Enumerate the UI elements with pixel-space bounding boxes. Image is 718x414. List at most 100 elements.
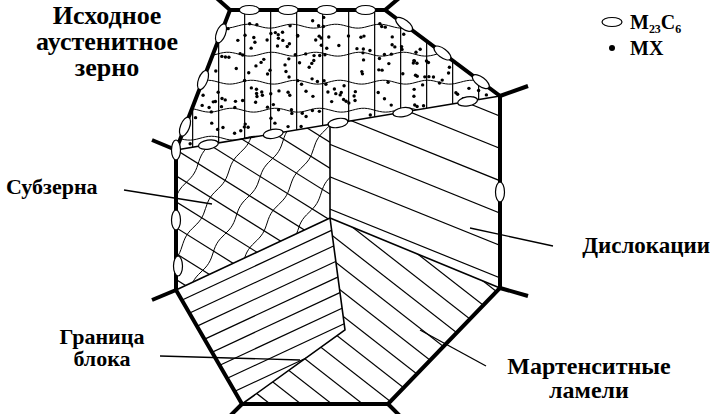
mx-precipitate (310, 62, 313, 65)
mx-precipitate (338, 93, 341, 96)
mx-precipitate (360, 70, 363, 73)
martensite-lamella (0, 0, 640, 343)
mx-precipitate (390, 52, 393, 55)
mx-precipitate (307, 66, 310, 69)
lath-line (0, 0, 718, 342)
mx-precipitate (312, 59, 315, 62)
legend-text: M₂₃C₆ (630, 12, 681, 32)
mx-precipitate (286, 91, 289, 94)
mx-precipitate (377, 68, 380, 71)
mx-precipitate (201, 93, 204, 96)
lath-line (192, 0, 193, 414)
martensite-lamella (0, 0, 571, 194)
lath-line (166, 0, 167, 414)
mx-precipitate (239, 129, 242, 132)
mx-precipitate (290, 108, 293, 111)
part-label: Исходное аустенитное зерно (4, 3, 210, 81)
mx-precipitate (281, 31, 284, 34)
mx-precipitate (448, 66, 451, 69)
martensite-lamella (0, 0, 634, 330)
legend-sample (600, 12, 624, 32)
martensite-lamella (117, 0, 718, 414)
leader-lines (124, 190, 553, 366)
mx-precipitate (273, 121, 276, 124)
martensite-lamella (0, 224, 612, 414)
mx-precipitate (311, 95, 314, 98)
subgrain-boundary (160, 13, 436, 414)
packet-boundary (329, 124, 331, 218)
mx-precipitate (233, 106, 236, 109)
mx-precipitate (304, 52, 307, 55)
mx-precipitate (415, 105, 418, 108)
lath-line (270, 0, 271, 414)
lath-line (348, 0, 349, 414)
lath-line (0, 117, 556, 414)
mx-precipitate (401, 72, 404, 75)
mx-precipitate (314, 38, 317, 41)
mx-precipitate (220, 55, 223, 58)
m23c6-carbide (172, 140, 181, 160)
mx-precipitate (269, 32, 272, 35)
mx-precipitate (318, 54, 321, 57)
martensite-lamella (245, 0, 718, 301)
mx-precipitate (281, 39, 284, 42)
mx-precipitate (255, 23, 258, 26)
mx-precipitate (262, 58, 265, 61)
lath-line (62, 0, 63, 414)
neighbor-boundary (388, 404, 402, 414)
lath-line (0, 0, 685, 414)
mx-precipitate (224, 98, 227, 101)
mx-precipitate (288, 24, 291, 27)
mx-precipitate (384, 25, 387, 28)
m23c6-carbide (278, 6, 298, 15)
mx-precipitate (421, 83, 424, 86)
mx-precipitate (277, 37, 280, 40)
lath-line (608, 0, 609, 414)
part-label: Дислокации (582, 234, 710, 257)
mx-precipitate (296, 34, 299, 37)
m23c6-carbide (198, 139, 219, 151)
mx-precipitate (304, 89, 307, 92)
m23c6-carbide (177, 116, 193, 138)
mx-precipitate (427, 75, 430, 78)
subgrain-boundary (59, 0, 575, 1)
leader-line (124, 190, 212, 204)
mx-precipitate (456, 93, 459, 96)
mx-precipitate (359, 36, 362, 39)
subgrain-boundary (261, 76, 536, 414)
lath-line (244, 0, 245, 414)
martensite-lamella (81, 0, 718, 414)
mx-precipitate (383, 97, 386, 100)
mx-precipitate (296, 79, 299, 82)
legend-precipitate-sample (609, 45, 615, 51)
mx-precipitate (300, 83, 303, 86)
packet-boundary (176, 96, 500, 150)
m23c6-carbide (327, 117, 348, 129)
mx-precipitate (447, 71, 450, 74)
martensite-lamella (0, 0, 558, 167)
mx-precipitate (243, 33, 246, 36)
martensite-lamella (128, 0, 718, 414)
subgrain-boundary (237, 58, 509, 414)
lath-line (0, 79, 718, 414)
mx-precipitate (414, 74, 417, 77)
mx-precipitate (325, 47, 328, 50)
subgrain-boundary (59, 164, 575, 168)
lath-line (0, 98, 568, 414)
lath-line (0, 218, 718, 414)
martensite-lamella (0, 269, 577, 414)
mx-precipitate (253, 41, 256, 44)
mx-precipitate (362, 47, 365, 50)
mx-precipitate (266, 72, 269, 75)
mx-precipitate (318, 110, 321, 113)
mx-precipitate (216, 128, 219, 131)
mx-precipitate (485, 93, 488, 96)
lath-line (0, 0, 696, 414)
martensite-lamella (0, 247, 718, 414)
mx-precipitate (311, 19, 314, 22)
leader-line (160, 356, 300, 360)
lath-line (96, 0, 718, 36)
